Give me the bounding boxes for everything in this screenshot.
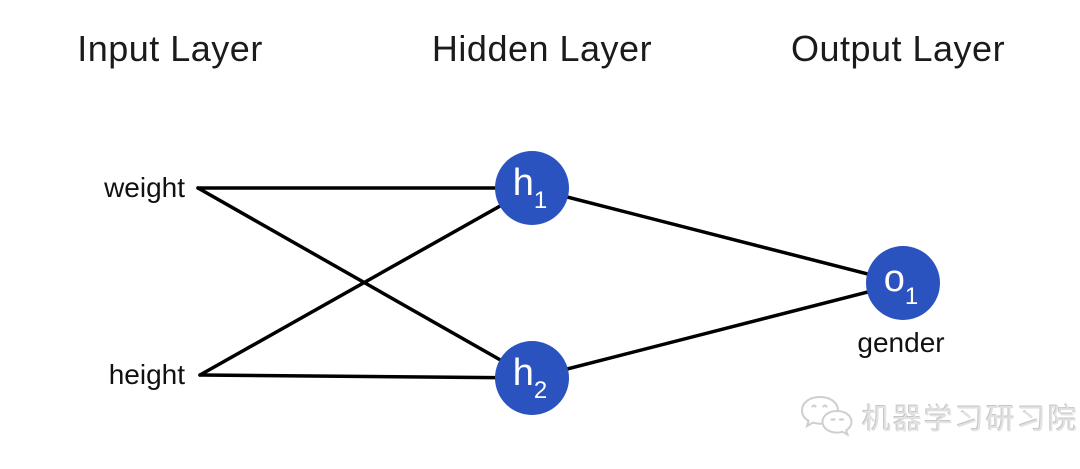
node-h1 — [495, 151, 569, 225]
edge-h2-o1 — [530, 281, 905, 380]
output-label-gender: gender — [857, 327, 945, 358]
watermark: 机器学习研习院 — [798, 394, 1079, 440]
node-o1-label: o1 — [884, 258, 919, 310]
node-h1-label: h1 — [513, 162, 548, 214]
wechat-chat-bubbles-icon — [800, 395, 853, 437]
input-layer-heading: Input Layer — [77, 28, 263, 69]
input-label-weight: weight — [104, 172, 185, 203]
node-o1 — [866, 246, 940, 320]
watermark-text: 机器学习研习院 — [862, 404, 1080, 436]
hidden-layer-heading: Hidden Layer — [431, 28, 653, 69]
edge-height-h2 — [198, 373, 534, 380]
node-h2-label: h2 — [513, 352, 548, 404]
edge-height-h1 — [198, 186, 534, 377]
edge-h1-o1 — [530, 186, 905, 285]
node-h2 — [495, 341, 569, 415]
input-label-height: height — [108, 359, 185, 390]
output-layer-heading: Output Layer — [790, 28, 1006, 69]
